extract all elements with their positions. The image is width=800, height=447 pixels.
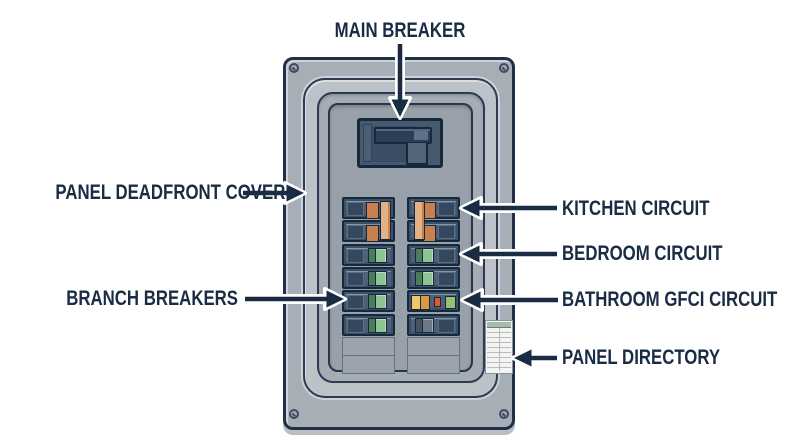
branch-breakers-label: BRANCH BREAKERS: [66, 287, 238, 310]
breaker-left-6: [342, 314, 395, 336]
breaker-column-left: [342, 197, 395, 374]
bedroom-circuit-arrow: [459, 242, 557, 266]
gfci-test-button: [434, 297, 441, 307]
breaker-column-right: [407, 197, 460, 374]
breaker-pad: [438, 225, 455, 239]
bedroom-circuit-label: BEDROOM CIRCUIT: [562, 242, 723, 265]
double-pole-handle: [366, 225, 379, 242]
double-pole-tie-bar: [414, 201, 425, 240]
panel-directory-label: PANEL DIRECTORY: [562, 346, 721, 369]
directory-column-divider: [499, 328, 500, 371]
breaker-right-4: [407, 267, 460, 289]
gfci-handle-orange: [420, 294, 430, 310]
kitchen-circuit-label: KITCHEN CIRCUIT: [562, 197, 710, 220]
breaker-pad: [438, 249, 455, 263]
breaker-pad: [438, 202, 455, 216]
breaker-right-3-bedroom: [407, 244, 460, 266]
breaker-pad: [347, 202, 364, 216]
branch-breakers-arrow: [245, 287, 347, 311]
kitchen-circuit-arrow: [459, 196, 557, 220]
screw-icon: [499, 409, 509, 419]
breaker-pad: [347, 225, 364, 239]
screw-icon: [289, 409, 299, 419]
double-pole-tie-bar: [380, 201, 391, 240]
blank-slot: [408, 338, 459, 356]
breaker-pad: [347, 319, 364, 333]
breaker-toggle: [368, 248, 387, 264]
blank-slots: [407, 337, 460, 374]
breaker-toggle: [415, 271, 434, 287]
breaker-pad: [347, 272, 364, 286]
breaker-toggle: [368, 271, 387, 287]
breaker-toggle: [368, 318, 387, 334]
blank-slot: [343, 338, 394, 356]
breaker-left-3: [342, 244, 395, 266]
breaker-pad: [438, 319, 455, 333]
breaker-toggle: [368, 294, 387, 310]
main-breaker-handle: [374, 127, 432, 144]
main-breaker-label: MAIN BREAKER: [334, 19, 466, 42]
gfci-reset-button: [445, 295, 456, 309]
main-breaker-handle-stem: [406, 143, 428, 165]
blank-slot: [343, 356, 394, 374]
breaker-left-5: [342, 290, 395, 312]
panel-deadfront-cover-label: PANEL DEADFRONT COVER: [55, 181, 286, 204]
breaker-pad: [347, 295, 364, 309]
main-breaker-strip: [363, 124, 372, 162]
blank-slots: [342, 337, 395, 374]
main-breaker-arrow: [388, 44, 412, 120]
breaker-right-5-bathroom-gfci: [407, 290, 460, 312]
deadfront-cover-arrow: [243, 181, 307, 205]
directory-header: [487, 322, 511, 328]
breaker-pad: [438, 272, 455, 286]
blank-slot: [408, 356, 459, 374]
bathroom-gfci-circuit-label: BATHROOM GFCI CIRCUIT: [562, 288, 778, 311]
double-pole-handle: [366, 202, 379, 219]
breaker-toggle: [415, 318, 434, 334]
gfci-controls: [411, 294, 456, 310]
breaker-left-4: [342, 267, 395, 289]
screw-icon: [289, 63, 299, 73]
main-breaker: [357, 118, 443, 168]
bathroom-gfci-arrow: [460, 288, 558, 312]
breaker-pad: [347, 249, 364, 263]
panel-directory-card: [485, 320, 513, 374]
screw-icon: [499, 63, 509, 73]
breaker-toggle: [415, 248, 434, 264]
breaker-right-6: [407, 314, 460, 336]
panel-directory-arrow: [511, 346, 557, 370]
